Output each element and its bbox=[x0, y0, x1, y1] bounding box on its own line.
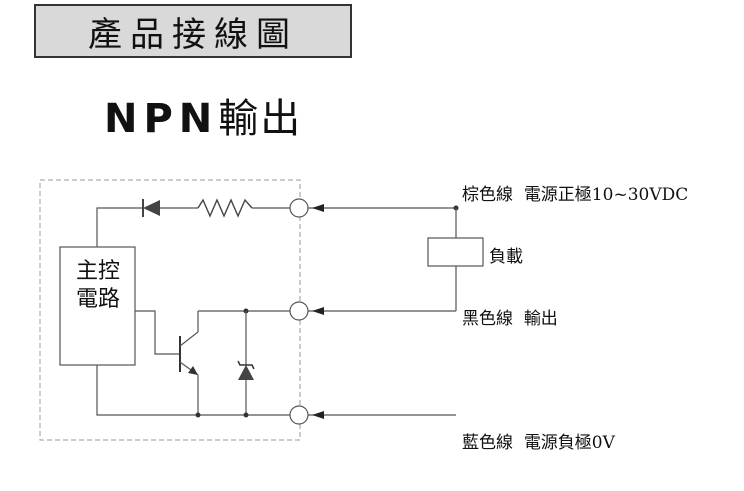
transistor-collector bbox=[179, 311, 199, 347]
wire-blue-color: 藍色線 bbox=[462, 433, 513, 453]
wire-blue-function: 電源負極0V bbox=[523, 433, 615, 453]
wire-blue-label: 藍色線 電源負極0V bbox=[462, 428, 615, 453]
diagram-title-suffix: 輸出 bbox=[218, 96, 303, 142]
load-label: 負載 bbox=[489, 247, 523, 267]
terminal-black bbox=[289, 301, 309, 321]
main-circuit-block bbox=[59, 246, 136, 366]
diagram-title-prefix: NPN bbox=[104, 96, 219, 142]
transistor-emitter bbox=[179, 361, 199, 415]
resistor bbox=[197, 198, 253, 218]
wire-brown-label: 棕色線 電源正極10~30VDC bbox=[462, 180, 688, 205]
main-circuit-label: 主控電路 bbox=[76, 259, 121, 312]
wire-black-function: 輸出 bbox=[523, 309, 558, 329]
diagram-title: NPN輸出 bbox=[104, 86, 302, 144]
sensor-housing bbox=[39, 179, 301, 441]
terminal-blue bbox=[289, 405, 309, 425]
ground-wire bbox=[96, 365, 290, 416]
load-block bbox=[427, 237, 484, 267]
zener-diode bbox=[238, 365, 254, 380]
top-internal-wire bbox=[96, 207, 143, 247]
wire-brown-function: 電源正極10~30VDC bbox=[523, 185, 689, 205]
wire-black-color: 黑色線 bbox=[462, 309, 513, 329]
page-title: 產品接線圖 bbox=[88, 14, 298, 55]
wire-brown-color: 棕色線 bbox=[462, 185, 513, 205]
led-diode bbox=[143, 200, 160, 216]
wire-black-label: 黑色線 輸出 bbox=[462, 304, 558, 329]
base-wire bbox=[135, 310, 179, 355]
terminal-brown bbox=[289, 198, 309, 218]
title-box: 產品接線圖 bbox=[34, 4, 352, 58]
